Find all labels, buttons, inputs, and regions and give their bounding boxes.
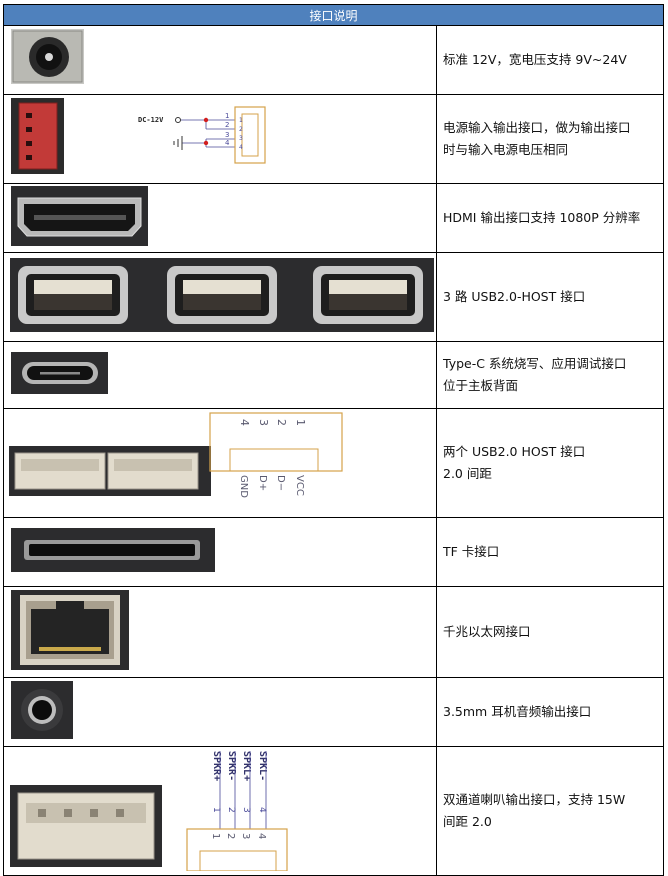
desc-line: 双通道喇叭输出接口，支持 15W [443,792,626,807]
row-description: 千兆以太网接口 [435,586,665,678]
dc-jack-photo [11,29,84,84]
usb-header-pin-2: 2 [275,419,288,426]
speaker-image-cell: SPKR+ SPKR- SPKL+ SPKL- 1 2 3 4 1 2 3 4 [3,746,437,876]
usb-signal-dplus: D+ [257,475,268,491]
power-pin-label: 4 [225,139,230,147]
row-description: Type-C 系统烧写、应用调试接口 位于主板背面 [435,341,665,409]
ethernet-image-cell [3,586,437,678]
audio-jack-photo [11,681,73,739]
row-description: 两个 USB2.0 HOST 接口 2.0 间距 [435,408,665,518]
speaker-signal-spkl-plus: SPKL+ [241,751,252,781]
usb-header-pin-1: 1 [294,419,307,426]
desc-line: HDMI 输出接口支持 1080P 分辨率 [443,210,641,225]
interface-table: 接口说明 标准 12V，宽电压支持 9V~24V [2,4,665,876]
speaker-header-diagram: SPKR+ SPKR- SPKL+ SPKL- 1 2 3 4 1 2 3 4 [10,751,288,872]
row-description: 3 路 USB2.0-HOST 接口 [435,252,665,342]
power-header-diagram: DC-12V 1 2 3 4 1 [11,98,266,174]
ethernet-port-photo [11,590,129,670]
hdmi-port-photo [11,186,148,246]
power-label: DC-12V [138,116,164,124]
usb-header-pin-3: 3 [257,419,270,426]
usb-header-diagram: 4 3 2 1 GND D+ D− VCC [9,412,343,498]
speaker-header-pin: 1 [210,833,221,839]
usb-ports-photo [10,258,434,332]
power-pin-num: 3 [239,135,243,142]
usb-header-pin-4: 4 [238,419,251,426]
speaker-pin-label: 2 [226,807,236,813]
desc-line: 3.5mm 耳机音频输出接口 [443,704,592,719]
desc-line: 电源输入输出接口，做为输出接口 [443,120,631,135]
dc-jack-image-cell [3,25,437,95]
desc-line: TF 卡接口 [443,544,500,559]
power-pin-num: 1 [239,117,243,124]
desc-line: 位于主板背面 [443,378,519,393]
tf-image-cell [3,517,437,587]
row-description: 标准 12V，宽电压支持 9V~24V [435,25,665,95]
power-pin-label: 1 [225,112,229,120]
usb-port [313,266,423,324]
speaker-signal-spkr-minus: SPKR- [226,751,237,781]
typec-image-cell [3,341,437,409]
row-description: 电源输入输出接口，做为输出接口 时与输入电源电压相同 [435,94,665,184]
usb-header-image-cell: 4 3 2 1 GND D+ D− VCC [3,408,437,518]
row-description: HDMI 输出接口支持 1080P 分辨率 [435,183,665,253]
row-description: 双通道喇叭输出接口，支持 15W 间距 2.0 [435,746,665,876]
speaker-signal-spkr-plus: SPKR+ [211,751,222,781]
desc-line: Type-C 系统烧写、应用调试接口 [443,356,627,371]
power-header-image-cell: DC-12V 1 2 3 4 1 [3,94,437,184]
power-pin-label: 2 [225,121,229,129]
desc-line: 2.0 间距 [443,466,492,481]
desc-line: 两个 USB2.0 HOST 接口 [443,444,586,459]
table-title: 接口说明 [2,4,665,26]
power-pin-num: 2 [239,126,243,133]
speaker-pin-label: 1 [211,807,221,813]
usb-port [167,266,277,324]
power-pin-label: 3 [225,131,229,139]
usb-signal-gnd: GND [238,475,249,498]
desc-line: 时与输入电源电压相同 [443,142,569,157]
desc-line: 3 路 USB2.0-HOST 接口 [443,289,586,304]
hdmi-image-cell [3,183,437,253]
usb-signal-dminus: D− [275,475,286,491]
typec-port-photo [11,352,108,394]
usb-signal-vcc: VCC [294,475,305,496]
speaker-header-pin: 4 [256,833,267,839]
speaker-pin-label: 4 [257,807,267,813]
audio-jack-image-cell [3,677,437,747]
tf-slot-photo [11,528,215,572]
row-description: TF 卡接口 [435,517,665,587]
usb-host-image-cell [3,252,437,342]
desc-line: 间距 2.0 [443,814,492,829]
usb-port [18,266,128,324]
speaker-pin-label: 3 [241,807,251,813]
power-pin-num: 4 [239,144,243,151]
speaker-header-pin: 2 [225,833,236,839]
row-description: 3.5mm 耳机音频输出接口 [435,677,665,747]
desc-line: 千兆以太网接口 [443,624,531,639]
speaker-signal-spkl-minus: SPKL- [257,751,268,781]
speaker-header-pin: 3 [240,833,251,839]
desc-line: 标准 12V，宽电压支持 9V~24V [443,52,627,67]
